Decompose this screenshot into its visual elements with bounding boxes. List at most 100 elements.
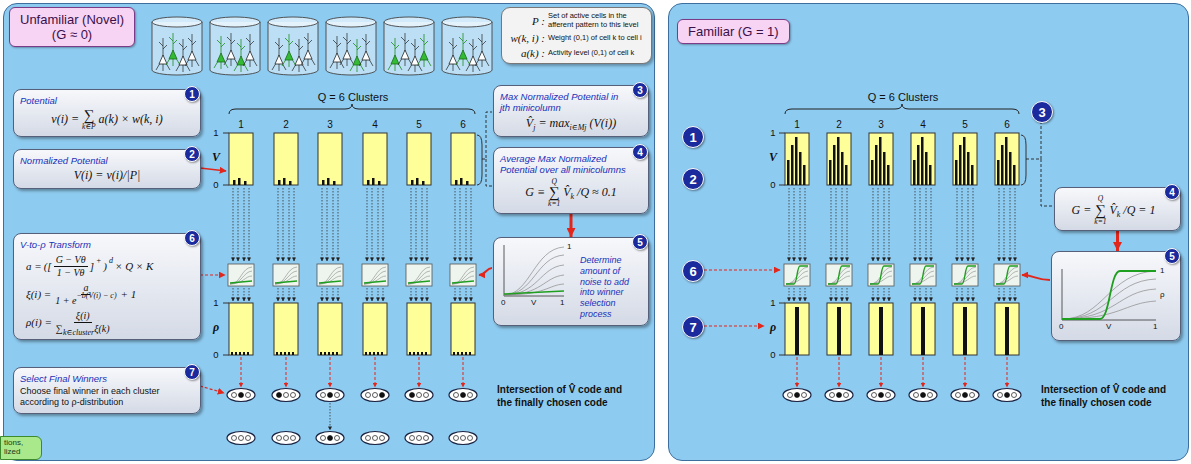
layout-part: V(i) = v(i)/|P| <box>20 168 194 183</box>
illustration-part <box>993 133 1021 402</box>
formula-text: ∑ <box>549 185 560 200</box>
axis-label: ρ <box>213 321 219 334</box>
layout-part <box>504 284 564 295</box>
axis-tick: 0 <box>770 350 775 360</box>
process-box: Max Normalized Potential in jth minicolu… <box>493 85 649 137</box>
layout-part <box>504 275 564 295</box>
illustration-part <box>837 393 842 398</box>
layout-part: a =([G − Vθ1 − Vθ]+)d× Q × K <box>20 254 194 278</box>
layout-part <box>504 255 564 295</box>
formula-text: + <box>96 256 101 265</box>
formula-text: /Q ≈ 0.1 <box>577 185 617 200</box>
illustration-part <box>152 17 202 75</box>
process-box: G =Q∑k=1V̂k/Q = 14 <box>1054 187 1181 231</box>
box-text: Choose final winner in each cluster acco… <box>20 386 194 408</box>
axis-tick: 0 <box>770 180 775 190</box>
formula-text: ∑ <box>83 108 94 123</box>
illustration-part <box>224 33 238 66</box>
illustration-part <box>1026 123 1053 206</box>
callout-number: 4 <box>1164 184 1180 200</box>
chart-box: 1ρ0V1 5 <box>1051 251 1181 341</box>
illustration-part <box>879 393 884 398</box>
illustration-part <box>239 393 244 398</box>
axis-tick: 1 <box>567 243 571 251</box>
process-box: V-to-ρ Transforma =([G − Vθ1 − Vθ]+)d× Q… <box>13 233 201 340</box>
formula-text: v(i) = <box>51 112 79 127</box>
callout-text: 4 <box>1169 187 1175 198</box>
layout-part <box>1062 271 1156 319</box>
formula-text: k <box>1117 210 1121 219</box>
callout-number: 5 <box>632 234 648 250</box>
formula-text: k=1 <box>1094 218 1106 226</box>
callout-number: 6 <box>184 230 200 246</box>
callout-number: 2 <box>184 146 200 162</box>
illustration-part <box>867 133 895 402</box>
callout-number: 7 <box>184 364 200 380</box>
group-label: Q = 6 Clusters <box>318 91 389 103</box>
layout-part <box>1062 271 1156 319</box>
illustration-part <box>951 133 979 402</box>
illustration-part <box>466 39 480 72</box>
formula-text: ∑ <box>56 323 63 335</box>
note-text: tions, lized <box>4 438 23 456</box>
illustration-part <box>359 34 373 67</box>
illustration-part <box>268 17 318 75</box>
illustration-part <box>210 17 260 75</box>
group-label: Q = 6 Clusters <box>868 91 939 103</box>
formula-text: = max <box>538 116 569 131</box>
illustration-part <box>398 33 412 66</box>
layout-part: = maxi∈Mj <box>538 116 586 131</box>
formula-text: ξ(k) <box>94 323 109 335</box>
layout-part: 1ρ0V1 <box>1058 267 1172 335</box>
illustration-part <box>704 269 780 270</box>
illustration-part <box>442 17 492 75</box>
illustration-part <box>223 133 229 355</box>
illustration-part <box>340 33 354 66</box>
title-box: Unfamiliar (Novel)(G ≈ 0) <box>9 7 135 47</box>
callout-text: 1 <box>689 130 696 145</box>
axis-tick: 1 <box>213 128 218 138</box>
cluster-number: 5 <box>962 119 968 130</box>
formula-text: k=1 <box>548 200 560 208</box>
note-box: tions, lized <box>0 436 42 460</box>
axis-tick: 1 <box>560 299 564 307</box>
illustration-part <box>328 436 333 441</box>
axis-label: V <box>1106 323 1111 331</box>
layout-part <box>504 291 564 294</box>
illustration-part <box>704 325 764 326</box>
layout-part: ξ(i)∑k∈clusterξ(k) <box>54 310 112 334</box>
callout-text: 5 <box>1169 251 1175 262</box>
illustration-part <box>166 33 180 66</box>
flow-arrow <box>1116 231 1119 251</box>
illustration-part <box>326 17 376 75</box>
cluster-number: 3 <box>327 119 333 130</box>
cluster-number: 6 <box>460 119 466 130</box>
illustration-part <box>350 39 364 72</box>
formula-text: G = <box>1072 203 1092 218</box>
cluster-number: 1 <box>794 119 800 130</box>
illustration-part <box>449 133 477 445</box>
illustration-part <box>405 133 433 445</box>
illustration-part <box>243 34 257 67</box>
illustration-part <box>326 17 376 75</box>
illustration-part <box>388 38 402 71</box>
box-title: Potential <box>20 95 194 106</box>
illustration-part <box>200 274 225 275</box>
axis-tick: 1 <box>213 298 218 308</box>
illustration-part <box>185 34 199 67</box>
illustration-part <box>176 39 190 72</box>
formula-text: −b(V(i) − c) <box>76 291 116 300</box>
formula-text: Q <box>551 178 556 186</box>
callout-text: 7 <box>189 367 195 378</box>
flow-arrow <box>570 214 573 237</box>
formula-text: V̂ <box>526 116 533 131</box>
cluster-number: 4 <box>372 119 378 130</box>
layout-part <box>1062 271 1156 319</box>
formula-text: (V(i)) <box>590 116 617 131</box>
cluster-number: 5 <box>416 119 422 130</box>
callout-number: 7 <box>682 316 704 338</box>
callout-number: 1 <box>184 86 200 102</box>
illustration-part <box>456 33 470 66</box>
illustration-part <box>292 39 306 72</box>
chart-box: 10V1Determine amount of noise to add int… <box>493 237 649 326</box>
